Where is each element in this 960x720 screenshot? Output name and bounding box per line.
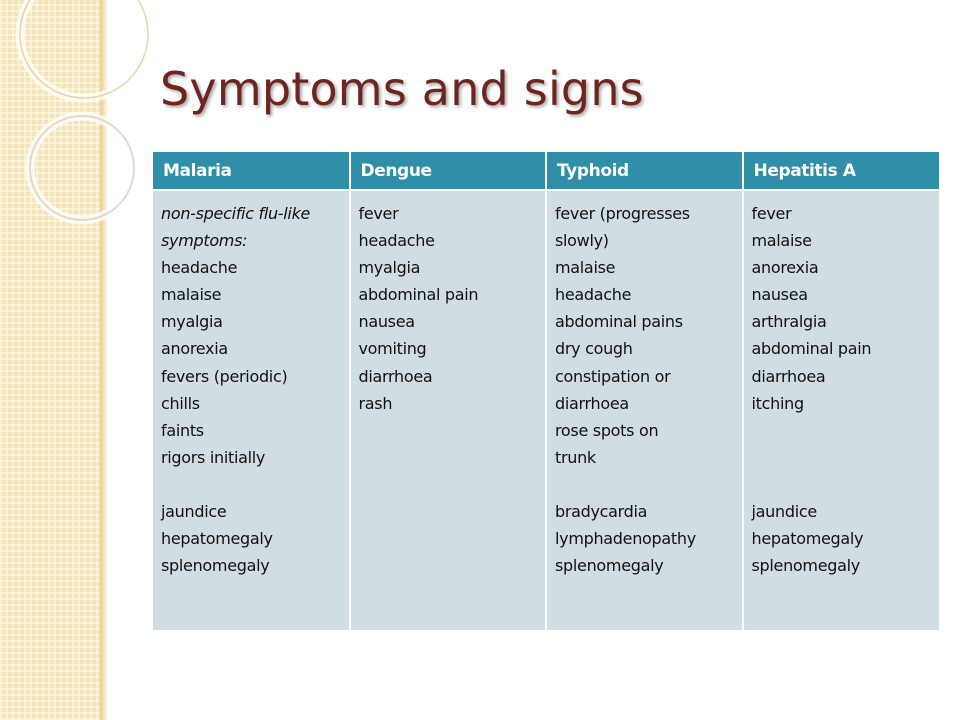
dengue-symptom: nausea <box>358 312 416 332</box>
malaria-sign: hepatomegaly <box>161 529 273 549</box>
dengue-symptom: rash <box>358 393 393 413</box>
hepatitis-a-spacer <box>752 417 932 444</box>
side-decoration-edge <box>100 0 108 720</box>
dengue-symptom: fever <box>358 204 399 223</box>
hepatitis-a-symptom: fever <box>751 204 792 223</box>
hepatitis-a-sign: splenomegaly <box>751 556 861 576</box>
hepatitis-a-symptom: anorexia <box>751 258 819 278</box>
hepatitis-a-spacer <box>752 471 932 498</box>
hepatitis-a-symptom: abdominal pain <box>751 339 872 359</box>
typhoid-symptom: abdominal pains <box>555 312 683 332</box>
malaria-intro-line: symptoms: <box>161 231 248 251</box>
typhoid-symptom: slowly) <box>555 231 609 251</box>
malaria-symptom: faints <box>161 420 204 440</box>
hepatitis-a-symptom: malaise <box>751 231 812 251</box>
typhoid-cell: fever (progresses slowly) malaise headac… <box>545 189 743 630</box>
typhoid-symptom: trunk <box>555 447 596 467</box>
decorative-ring-top <box>15 0 153 103</box>
typhoid-symptom: malaise <box>555 258 616 278</box>
dengue-cell: fever headache myalgia abdominal pain na… <box>348 189 546 630</box>
malaria-symptom: fevers (periodic) <box>161 366 288 386</box>
dengue-symptom: myalgia <box>358 258 421 278</box>
malaria-symptom: anorexia <box>161 339 228 359</box>
table-header-row: Malaria Dengue Typhoid Hepatitis A <box>153 152 939 190</box>
typhoid-symptom: rose spots on <box>555 420 659 440</box>
malaria-cell: non-specific flu-like symptoms: headache… <box>153 189 350 630</box>
decorative-rings <box>15 0 153 225</box>
malaria-symptom: malaise <box>161 285 222 305</box>
header-malaria: Malaria <box>153 152 350 190</box>
typhoid-symptom: fever (progresses <box>555 204 690 223</box>
hepatitis-a-spacer <box>752 444 932 471</box>
typhoid-sign: lymphadenopathy <box>555 529 696 549</box>
hepatitis-a-sign: jaundice <box>751 502 818 522</box>
typhoid-symptom: constipation or <box>555 366 671 386</box>
malaria-sign: splenomegaly <box>161 556 270 576</box>
dengue-symptom: diarrhoea <box>358 366 433 386</box>
dengue-symptom: abdominal pain <box>358 285 479 305</box>
typhoid-symptom: headache <box>555 285 632 305</box>
slide-title: Symptoms and signs <box>160 62 644 116</box>
malaria-symptom: headache <box>161 258 238 278</box>
malaria-spacer <box>161 471 341 498</box>
typhoid-spacer <box>555 471 734 498</box>
hepatitis-a-symptom: diarrhoea <box>751 366 826 386</box>
hepatitis-a-cell: fever malaise anorexia nausea arthralgia… <box>741 189 939 630</box>
header-hepatitis-a: Hepatitis A <box>741 152 939 190</box>
typhoid-symptom: dry cough <box>555 339 633 359</box>
malaria-sign: jaundice <box>161 502 227 522</box>
malaria-intro-line: non-specific flu-like <box>161 204 311 223</box>
malaria-symptom: chills <box>161 393 200 413</box>
hepatitis-a-sign: hepatomegaly <box>751 529 864 549</box>
malaria-symptom: rigors initially <box>161 447 266 467</box>
symptoms-table: Malaria Dengue Typhoid Hepatitis A non-s… <box>153 152 939 630</box>
dengue-symptom: vomiting <box>358 339 427 359</box>
hepatitis-a-symptom: itching <box>751 393 805 413</box>
decorative-ring-middle-outline <box>29 115 135 221</box>
hepatitis-a-symptom: arthralgia <box>751 312 827 332</box>
typhoid-sign: splenomegaly <box>555 556 664 576</box>
header-dengue: Dengue <box>348 152 546 190</box>
table-body-row: non-specific flu-like symptoms: headache… <box>153 189 939 630</box>
malaria-symptom: myalgia <box>161 312 223 332</box>
header-typhoid: Typhoid <box>545 152 743 190</box>
hepatitis-a-symptom: nausea <box>751 285 809 305</box>
dengue-symptom: headache <box>358 231 435 251</box>
typhoid-sign: bradycardia <box>555 502 648 522</box>
typhoid-symptom: diarrhoea <box>555 393 629 413</box>
decorative-ring-top-outline <box>19 0 149 99</box>
